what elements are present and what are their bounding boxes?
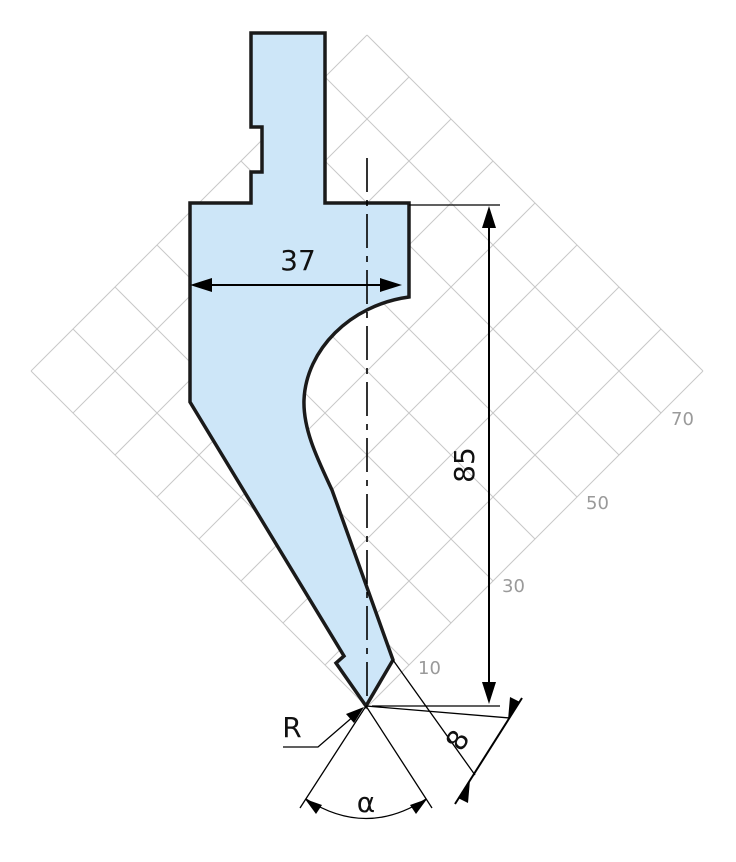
grid-label-50: 50 <box>586 493 609 514</box>
height-dimension <box>372 204 500 707</box>
angle-label: α <box>357 786 375 819</box>
radius-leader <box>283 707 364 748</box>
grid-label-10: 10 <box>418 658 441 679</box>
width-dimension <box>190 278 402 292</box>
grid-label-30: 30 <box>502 576 525 597</box>
tip-label: 8 <box>439 724 476 756</box>
width-label: 37 <box>280 244 316 277</box>
height-label: 85 <box>448 447 481 483</box>
angle-dimension <box>299 705 433 820</box>
punch-tool-body <box>188 31 411 710</box>
grid-label-70: 70 <box>671 409 694 430</box>
radius-label: R <box>282 711 301 744</box>
tip-dimension <box>365 659 523 805</box>
